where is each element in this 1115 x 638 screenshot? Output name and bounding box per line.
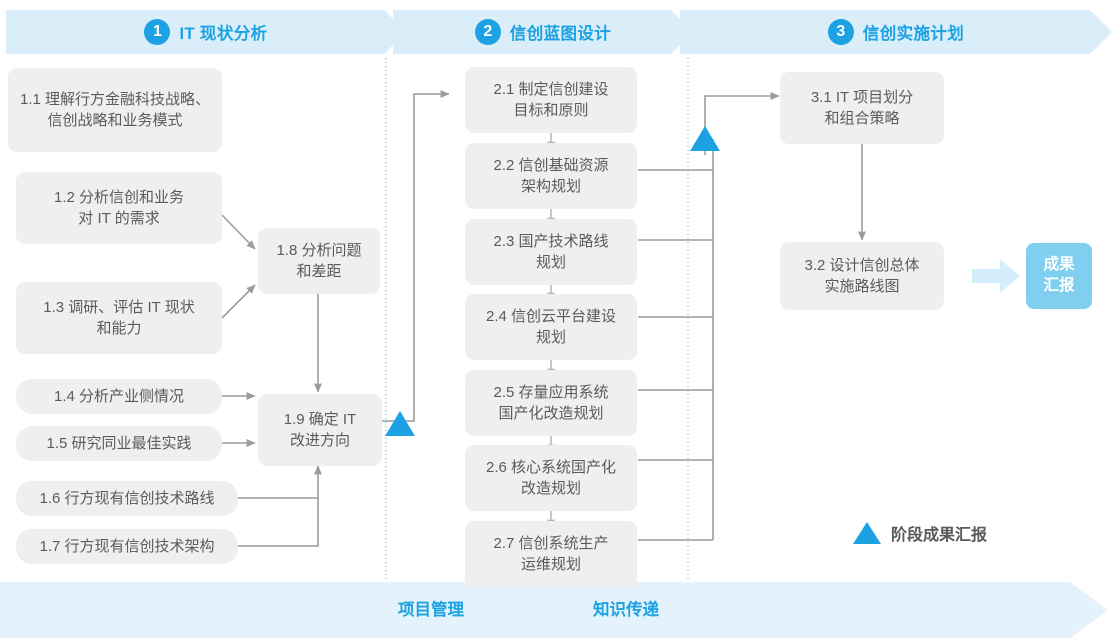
task-box-3-2-label: 3.2 设计信创总体实施路线图 [804, 256, 920, 295]
task-box-1-8-label: 1.8 分析问题和差距 [276, 241, 362, 280]
task-box-2-3[interactable]: 2.3 国产技术路线规划 [465, 219, 637, 285]
phase-3-chevron-shape [680, 10, 1112, 54]
phase-1-label: IT 现状分析 [179, 25, 268, 43]
task-box-1-5[interactable]: 1.5 研究同业最佳实践 [16, 426, 222, 461]
deliverable-box[interactable]: 成果汇报 [1026, 243, 1092, 309]
band-label-knowledge-transfer: 知识传递 [593, 601, 659, 619]
phase-1-number: 1 [144, 19, 171, 45]
task-box-2-6-label: 2.6 核心系统国产化改造规划 [485, 458, 617, 497]
task-box-3-1-label: 3.1 IT 项目划分和组合策略 [810, 88, 914, 127]
milestone-triangle-phase1 [385, 411, 415, 436]
deliverable-label: 成果汇报 [1043, 256, 1075, 294]
band-label-project-management: 项目管理 [398, 601, 464, 619]
task-box-2-6[interactable]: 2.6 核心系统国产化改造规划 [465, 445, 637, 511]
phase-2-label: 信创蓝图设计 [509, 25, 612, 43]
task-box-2-2[interactable]: 2.2 信创基础资源架构规划 [465, 143, 637, 209]
task-box-1-7[interactable]: 1.7 行方现有信创技术架构 [16, 529, 238, 564]
task-box-1-4[interactable]: 1.4 分析产业侧情况 [16, 379, 222, 414]
task-box-2-7[interactable]: 2.7 信创系统生产运维规划 [465, 521, 637, 587]
task-box-1-7-label: 1.7 行方现有信创技术架构 [39, 537, 215, 555]
task-box-1-2[interactable]: 1.2 分析信创和业务对 IT 的需求 [16, 172, 222, 244]
phase-3-number: 3 [827, 19, 854, 45]
phase-2-chevron-shape [393, 10, 693, 54]
phase-header-3[interactable]: 3 信创实施计划 [680, 10, 1112, 54]
task-box-2-1-label: 2.1 制定信创建设目标和原则 [493, 80, 609, 119]
deliverable-arrow [972, 259, 1020, 293]
phase-header-1[interactable]: 1 IT 现状分析 [6, 10, 406, 54]
task-box-1-3[interactable]: 1.3 调研、评估 IT 现状和能力 [16, 282, 222, 354]
task-box-1-3-label: 1.3 调研、评估 IT 现状和能力 [43, 298, 195, 337]
task-box-2-2-label: 2.2 信创基础资源架构规划 [493, 156, 609, 195]
legend-milestone: 阶段成果汇报 [853, 521, 987, 545]
task-box-1-1[interactable]: 1.1 理解行方金融科技战略、信创战略和业务模式 [8, 68, 222, 152]
task-box-1-6-label: 1.6 行方现有信创技术路线 [39, 489, 215, 507]
phase-header-2[interactable]: 2 信创蓝图设计 [393, 10, 693, 54]
task-box-2-1[interactable]: 2.1 制定信创建设目标和原则 [465, 67, 637, 133]
phase-2-number: 2 [474, 19, 501, 45]
triangle-up-icon [853, 522, 881, 544]
phase-1-chevron-shape [6, 10, 406, 54]
task-box-2-3-label: 2.3 国产技术路线规划 [493, 232, 609, 271]
task-box-3-1[interactable]: 3.1 IT 项目划分和组合策略 [780, 72, 944, 144]
task-box-1-4-label: 1.4 分析产业侧情况 [53, 387, 185, 405]
task-box-1-5-label: 1.5 研究同业最佳实践 [46, 434, 192, 452]
milestone-triangle-phase2 [690, 126, 720, 151]
task-box-1-1-label: 1.1 理解行方金融科技战略、信创战略和业务模式 [19, 90, 211, 129]
legend-label: 阶段成果汇报 [891, 527, 988, 544]
task-box-2-4-label: 2.4 信创云平台建设规划 [485, 307, 617, 346]
task-box-1-6[interactable]: 1.6 行方现有信创技术路线 [16, 481, 238, 516]
task-box-2-5[interactable]: 2.5 存量应用系统国产化改造规划 [465, 370, 637, 436]
phase-3-label: 信创实施计划 [862, 25, 965, 43]
task-box-1-8[interactable]: 1.8 分析问题和差距 [258, 228, 380, 294]
task-box-2-7-label: 2.7 信创系统生产运维规划 [493, 534, 609, 573]
task-box-3-2[interactable]: 3.2 设计信创总体实施路线图 [780, 242, 944, 310]
task-box-2-4[interactable]: 2.4 信创云平台建设规划 [465, 294, 637, 360]
task-box-1-2-label: 1.2 分析信创和业务对 IT 的需求 [53, 188, 185, 227]
task-box-2-5-label: 2.5 存量应用系统国产化改造规划 [493, 383, 609, 422]
